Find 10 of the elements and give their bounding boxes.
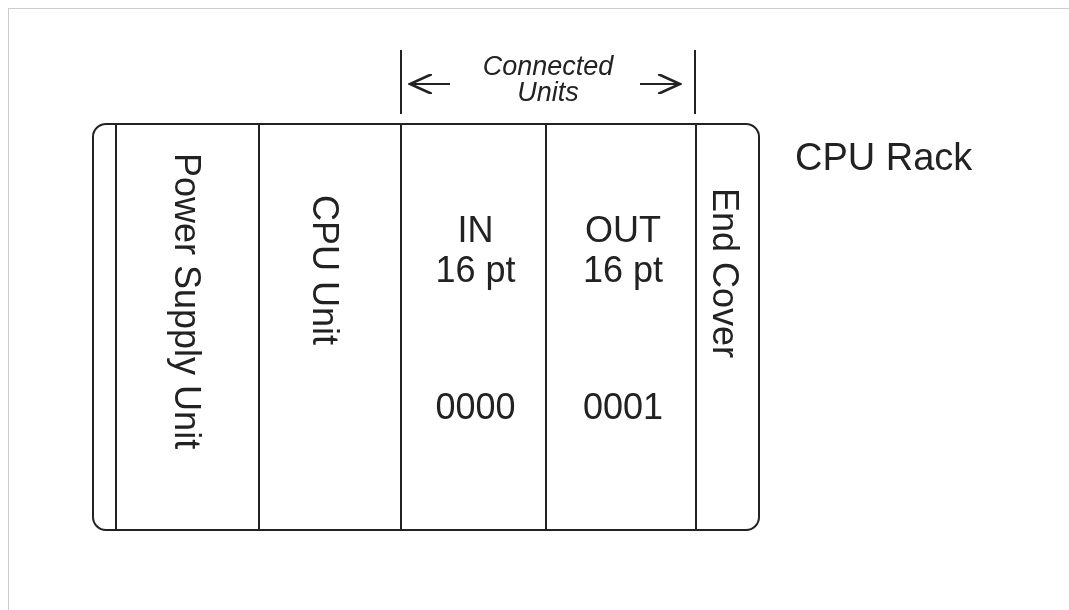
rack-caption: CPU Rack xyxy=(795,137,973,179)
unit-address: 0000 xyxy=(434,387,517,427)
unit-name: Power Supply Unit xyxy=(167,153,207,450)
unit-name: IN 16 pt xyxy=(434,210,517,290)
unit-name: OUT 16 pt xyxy=(582,210,664,290)
rack-frame xyxy=(92,123,760,531)
unit-name: CPU Unit xyxy=(305,195,345,346)
dimension-label: Connected Units xyxy=(481,54,615,106)
unit-name: End Cover xyxy=(705,188,745,359)
unit-address: 0001 xyxy=(582,387,664,427)
